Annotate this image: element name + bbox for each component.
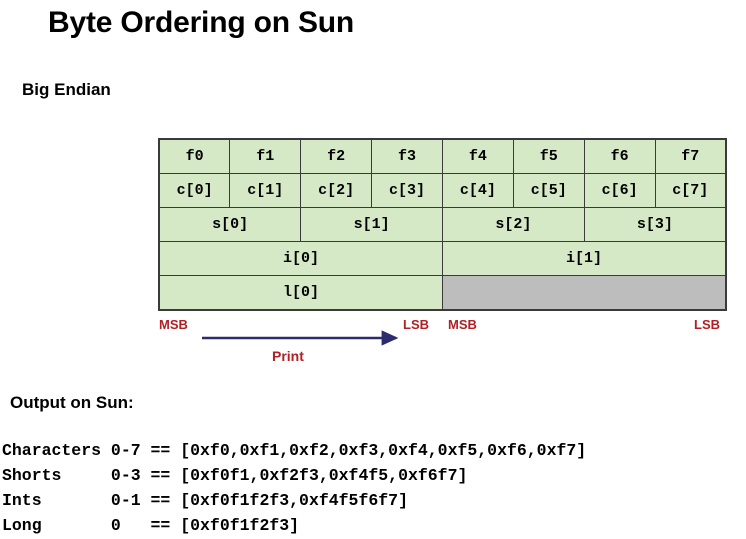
memory-cell: c[0] (158, 173, 231, 208)
console-output-line: Ints 0-1 == [0xf0f1f2f3,0xf4f5f6f7] (2, 491, 408, 510)
memory-cell: f1 (229, 138, 302, 174)
print-label: Print (272, 348, 304, 364)
memory-cell: f0 (158, 138, 231, 174)
table-row: l[0] (158, 275, 727, 311)
memory-cell: c[5] (512, 173, 585, 208)
memory-cell: f5 (512, 138, 585, 174)
output-heading: Output on Sun: (10, 393, 134, 412)
msb-label-right: MSB (448, 317, 477, 332)
memory-cell: f4 (442, 138, 514, 174)
memory-cell: i[0] (158, 241, 443, 276)
memory-cell: c[4] (442, 173, 514, 208)
memory-cell: c[2] (300, 173, 373, 208)
memory-cell: s[0] (158, 207, 302, 242)
console-output-block: Characters 0-7 == [0xf0,0xf1,0xf2,0xf3,0… (2, 438, 586, 538)
memory-cell: c[6] (583, 173, 656, 208)
memory-cell: c[1] (229, 173, 302, 208)
print-direction-arrow-icon (202, 330, 399, 346)
memory-cell: c[7] (654, 173, 727, 208)
lsb-label-right: LSB (694, 317, 720, 332)
console-output-line: Long 0 == [0xf0f1f2f3] (2, 516, 300, 535)
endian-label: Big Endian (22, 80, 111, 99)
memory-cell: s[2] (442, 207, 585, 242)
msb-label-left: MSB (159, 317, 188, 332)
memory-cell: l[0] (158, 275, 443, 311)
memory-cell: c[3] (371, 173, 443, 208)
memory-cell: s[1] (300, 207, 443, 242)
memory-cell: f2 (300, 138, 373, 174)
console-output-line: Characters 0-7 == [0xf0,0xf1,0xf2,0xf3,0… (2, 441, 587, 460)
lsb-label-left: LSB (403, 317, 429, 332)
console-output-line: Shorts 0-3 == [0xf0f1,0xf2f3,0xf4f5,0xf6… (2, 466, 468, 485)
table-row: i[0]i[1] (158, 241, 727, 276)
memory-cell: s[3] (583, 207, 727, 242)
memory-cell: i[1] (442, 241, 727, 276)
memory-cell-empty (442, 275, 727, 311)
table-row: s[0]s[1]s[2]s[3] (158, 207, 727, 242)
memory-cell: f7 (654, 138, 727, 174)
table-row: c[0]c[1]c[2]c[3]c[4]c[5]c[6]c[7] (158, 173, 727, 208)
memory-cell: f3 (371, 138, 443, 174)
page-title: Byte Ordering on Sun (48, 6, 355, 39)
memory-cell: f6 (583, 138, 656, 174)
